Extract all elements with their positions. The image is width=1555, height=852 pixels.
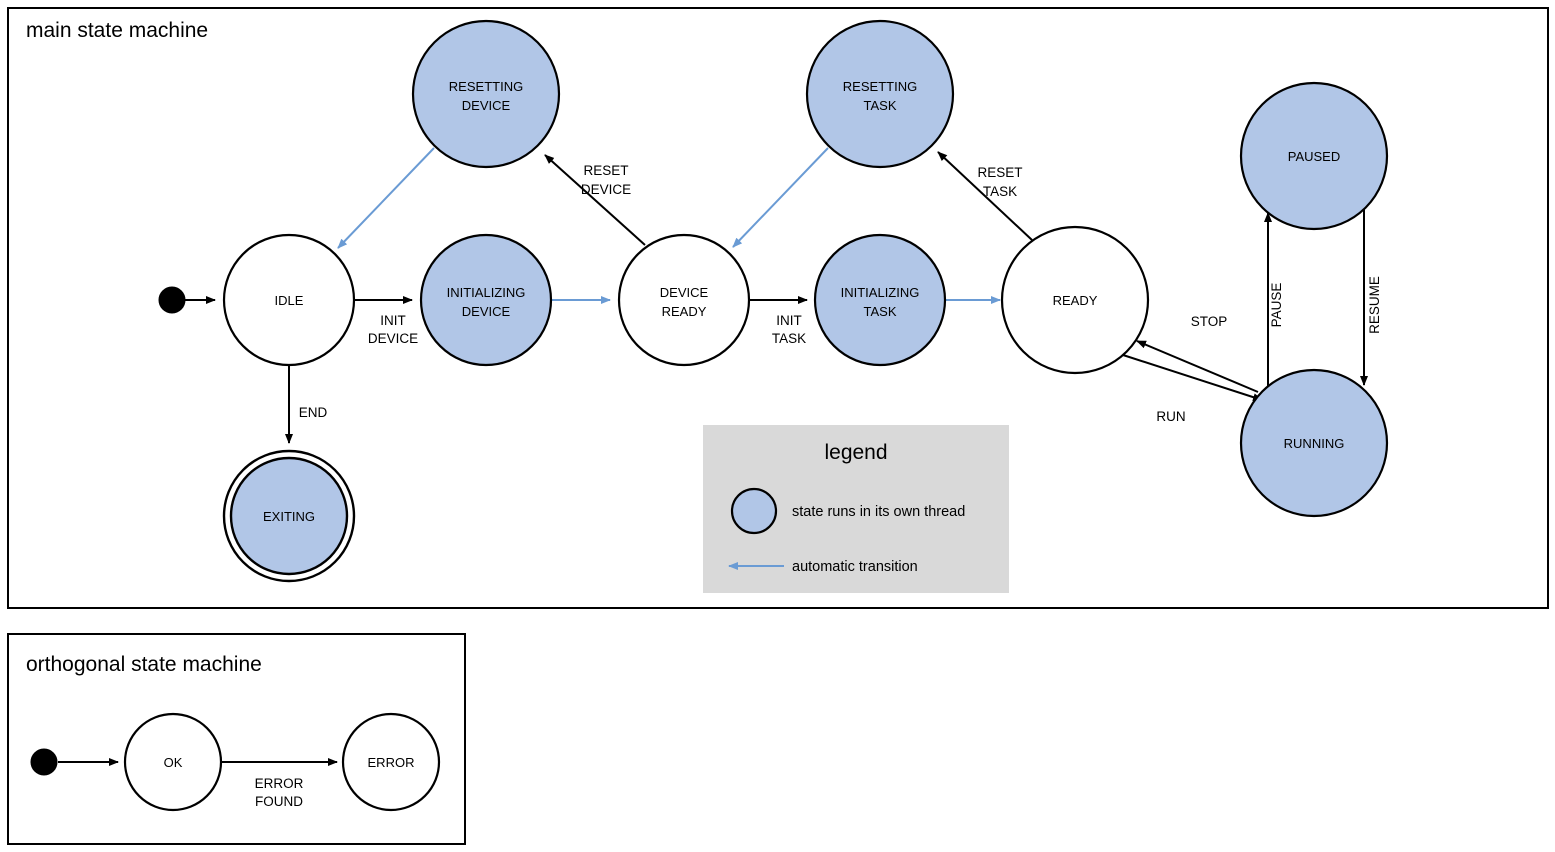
state-resetting-task-label-line1: RESETTING	[843, 79, 917, 94]
orthogonal-frame-title: orthogonal state machine	[26, 653, 262, 676]
state-ready-circle[interactable]	[1000, 225, 1150, 375]
state-resetting-task[interactable]: RESETTING TASK	[805, 19, 955, 169]
transition-label-init-device-line1: INIT	[380, 313, 406, 328]
transition-label-stop: STOP	[1191, 314, 1228, 329]
state-idle-label: IDLE	[275, 293, 304, 308]
orthogonal-state-ok-circle[interactable]	[123, 712, 223, 812]
state-initializing-device-label-line1: INITIALIZING	[447, 285, 526, 300]
state-paused[interactable]: PAUSED	[1239, 81, 1389, 231]
state-exiting-circle[interactable]	[229, 456, 349, 576]
transition-label-init-task-line2: TASK	[772, 331, 806, 346]
state-ready-label: READY	[1053, 293, 1098, 308]
state-initializing-task-label-line1: INITIALIZING	[841, 285, 920, 300]
state-paused-circle[interactable]	[1239, 81, 1389, 231]
state-running-circle[interactable]	[1239, 368, 1389, 518]
state-resetting-device[interactable]: RESETTING DEVICE	[411, 19, 561, 169]
legend-item-thread-state: state runs in its own thread	[730, 487, 965, 535]
state-resetting-device-circle[interactable]	[411, 19, 561, 169]
legend-thread-state-text: state runs in its own thread	[792, 504, 965, 520]
state-initializing-task-circle[interactable]	[813, 233, 947, 367]
state-ready[interactable]: READY	[1000, 225, 1150, 375]
state-exiting-label: EXITING	[263, 509, 315, 524]
transition-running-to-ready: STOP	[1136, 314, 1259, 393]
legend-thread-state-icon	[730, 487, 778, 535]
main-states: IDLE RESETTING DEVICE INITIALIZING DEVIC…	[158, 19, 1389, 583]
transition-paused-to-running: RESUME	[1360, 207, 1382, 386]
transition-device-ready-to-reset-device: RESET DEVICE	[544, 154, 646, 246]
transition-label-reset-device-line1: RESET	[583, 163, 628, 178]
state-resetting-task-circle[interactable]	[805, 19, 955, 169]
legend-auto-transition-text: automatic transition	[792, 559, 918, 575]
orthogonal-initial-state-dot	[30, 748, 58, 776]
transition-running-to-paused: PAUSE	[1264, 212, 1284, 395]
main-transitions: INIT DEVICE INIT TASK RESET DEVICE	[184, 147, 1382, 444]
orthogonal-transition-label-line1: ERROR	[255, 776, 304, 791]
orthogonal-state-error-circle[interactable]	[341, 712, 441, 812]
transition-label-reset-task-line2: TASK	[983, 184, 1017, 199]
state-running-label: RUNNING	[1284, 436, 1345, 451]
transition-label-pause: PAUSE	[1269, 283, 1284, 328]
state-initializing-device-circle[interactable]	[419, 233, 553, 367]
state-idle-circle[interactable]	[222, 233, 356, 367]
state-initializing-task[interactable]: INITIALIZING TASK	[813, 233, 947, 367]
legend-item-auto-transition: automatic transition	[728, 559, 918, 575]
state-resetting-device-label-line1: RESETTING	[449, 79, 523, 94]
legend: legend state runs in its own thread auto…	[703, 425, 1009, 593]
transition-idle-to-init-device: INIT DEVICE	[354, 296, 418, 346]
orthogonal-transition-label-line2: FOUND	[255, 794, 303, 809]
transition-idle-to-exiting: END	[285, 365, 328, 444]
transition-label-reset-task-line1: RESET	[977, 165, 1022, 180]
transition-reset-task-to-device-ready	[732, 147, 829, 248]
orthogonal-state-ok[interactable]: OK	[123, 712, 223, 812]
orthogonal-state-machine-frame: orthogonal state machine ERROR FOUND OK …	[7, 633, 466, 845]
transition-label-reset-device-line2: DEVICE	[581, 182, 631, 197]
state-resetting-task-label-line2: TASK	[864, 98, 897, 113]
initial-state-dot	[158, 286, 186, 314]
state-device-ready-label-line2: READY	[662, 304, 707, 319]
transition-ready-to-running: RUN	[1122, 354, 1263, 424]
state-exiting[interactable]: EXITING	[222, 449, 356, 583]
state-initializing-device[interactable]: INITIALIZING DEVICE	[419, 233, 553, 367]
transition-reset-device-to-idle	[337, 147, 435, 249]
legend-title: legend	[824, 441, 887, 464]
state-device-ready[interactable]: DEVICE READY	[617, 233, 751, 367]
state-resetting-device-label-line2: DEVICE	[462, 98, 511, 113]
transition-ready-to-reset-task: RESET TASK	[937, 151, 1033, 241]
transition-label-end: END	[299, 405, 328, 420]
state-idle[interactable]: IDLE	[222, 233, 356, 367]
transition-label-init-device-line2: DEVICE	[368, 331, 418, 346]
state-device-ready-circle[interactable]	[617, 233, 751, 367]
main-frame-title: main state machine	[26, 19, 208, 42]
orthogonal-state-error[interactable]: ERROR	[341, 712, 441, 812]
transition-label-init-task-line1: INIT	[776, 313, 802, 328]
transition-label-resume: RESUME	[1367, 276, 1382, 334]
state-initializing-device-label-line2: DEVICE	[462, 304, 511, 319]
state-device-ready-label-line1: DEVICE	[660, 285, 709, 300]
orthogonal-state-error-label: ERROR	[368, 755, 415, 770]
state-paused-label: PAUSED	[1288, 149, 1341, 164]
transition-label-run: RUN	[1156, 409, 1185, 424]
orthogonal-state-ok-label: OK	[164, 755, 183, 770]
orthogonal-transition-ok-to-error: ERROR FOUND	[221, 758, 338, 809]
state-running[interactable]: RUNNING	[1239, 368, 1389, 518]
state-initializing-task-label-line2: TASK	[864, 304, 897, 319]
transition-device-ready-to-init-task: INIT TASK	[749, 296, 808, 346]
